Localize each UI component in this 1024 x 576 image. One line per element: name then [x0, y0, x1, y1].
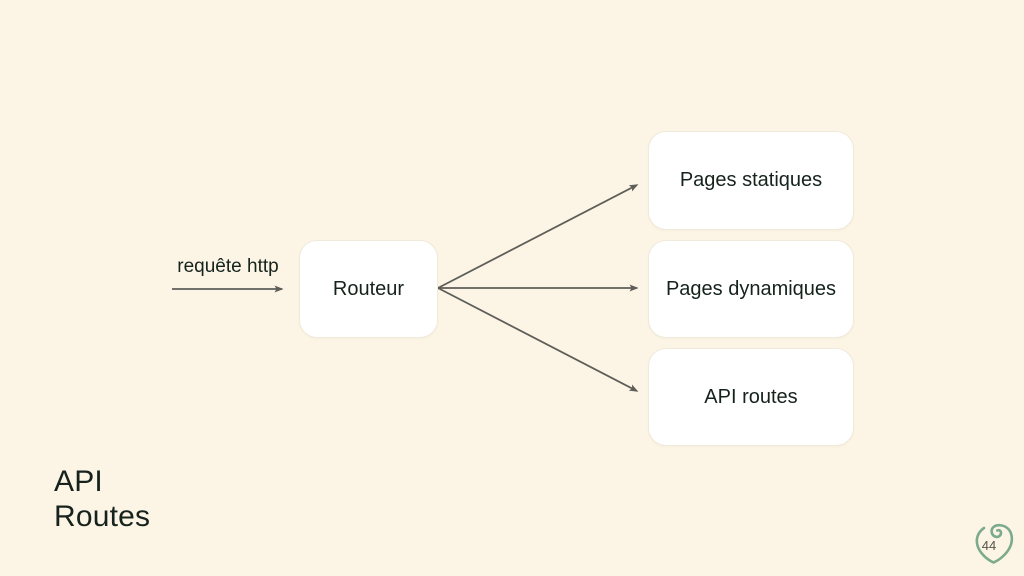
slide-title-line2: Routes	[54, 500, 151, 533]
target-node-api-routes: API routes	[648, 348, 854, 446]
router-node: Routeur	[299, 240, 438, 338]
slide-title-line1: API	[54, 465, 103, 498]
slide-title: API Routes	[54, 464, 150, 534]
http-request-label: requête http	[177, 256, 279, 277]
page-number: 44	[981, 538, 997, 553]
router-node-label: Routeur	[332, 277, 405, 300]
target-node-pages-statiques: Pages statiques	[648, 131, 854, 230]
target-node-label: Pages dynamiques	[665, 277, 837, 300]
arrow-router-to-api-routes	[437, 287, 639, 392]
target-node-label: API routes	[704, 385, 798, 408]
target-node-label: Pages statiques	[679, 169, 823, 191]
arrow-router-to-pages-statiques	[437, 184, 639, 289]
brand-logo: 44	[970, 518, 1018, 566]
spiral-shield-logo-icon	[975, 523, 1014, 564]
target-node-pages-dynamiques: Pages dynamiques	[648, 240, 854, 338]
